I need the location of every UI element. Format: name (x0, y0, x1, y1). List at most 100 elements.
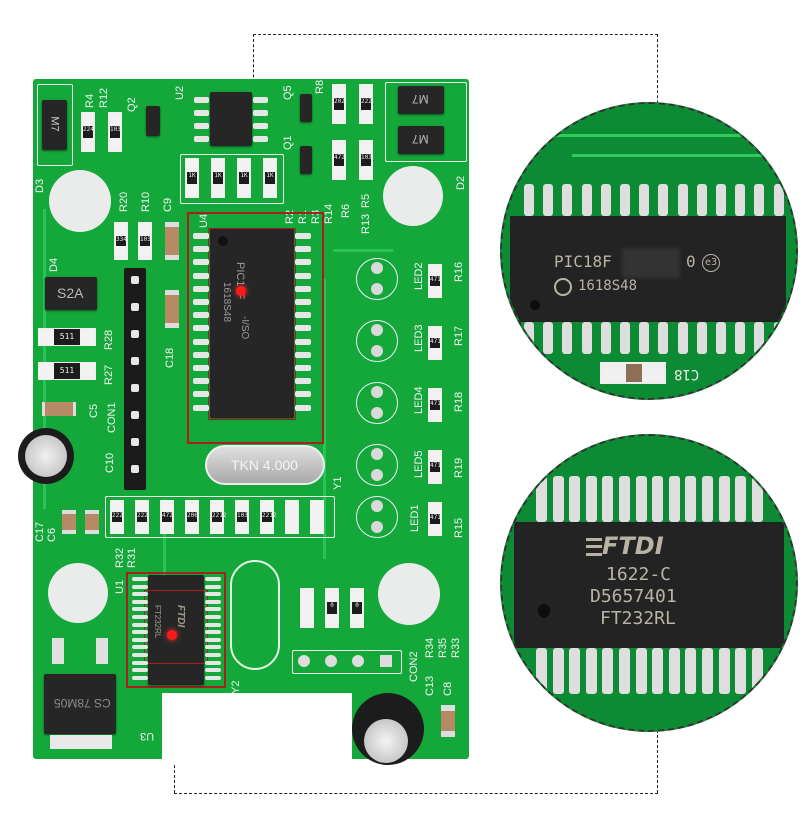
led-footprint (356, 258, 398, 300)
bottom-resistor: 472 (160, 500, 174, 534)
chip-pin (751, 648, 763, 694)
chip-pin (569, 476, 581, 522)
header-pin (131, 330, 139, 338)
label-c18: C18 (164, 347, 176, 368)
label-r10: R10 (140, 191, 152, 212)
chip-pin (205, 637, 221, 642)
chip-pin (751, 476, 763, 522)
header-pin (131, 411, 139, 419)
chip-pin (295, 351, 311, 358)
connector-con1-header (124, 268, 146, 490)
label-d3: D3 (34, 178, 46, 193)
led-resistor: 471 (428, 450, 442, 484)
label-u3: U3 (140, 730, 155, 742)
resistor-r12: 103 (108, 112, 122, 152)
chip-pin (677, 184, 688, 216)
transistor-q5 (300, 94, 312, 122)
label-q5: Q5 (282, 85, 294, 100)
label-r15: R15 (453, 517, 465, 538)
d2-diode-top: M7 (398, 86, 444, 114)
zoom-pic-line2: 1618S48 (578, 278, 638, 294)
zoom-pic-line1-suffix: 0 (686, 252, 696, 271)
chip-pin (543, 184, 554, 216)
zoom-pic-rohs-mark: e3 (702, 254, 720, 272)
chip-pin (635, 476, 647, 522)
pic-marker-dot (236, 286, 246, 296)
chip-pin (132, 592, 148, 597)
chip-pin (620, 184, 630, 216)
chip-pin (552, 476, 564, 522)
chip-pin (735, 648, 747, 694)
callout-line-top-right-vertical (657, 34, 658, 124)
header-pin (131, 384, 139, 392)
d2-diode-bottom: M7 (398, 126, 444, 154)
mounting-hole-top-left (49, 170, 111, 232)
transistor-q2 (146, 106, 160, 136)
chip-pin (652, 648, 664, 694)
header-pin (131, 276, 139, 284)
chip-pin (205, 599, 221, 604)
chip-pin (132, 645, 148, 650)
regulator-u3: CS 78M05 (44, 674, 116, 734)
chip-pin (696, 322, 707, 354)
crystal-marking: TKN 4.000 (231, 457, 298, 473)
chip-pin (295, 285, 311, 292)
label-u1: U1 (114, 579, 126, 594)
label-r18: R18 (453, 391, 465, 412)
d3-diode: M7 (42, 100, 67, 150)
chip-pin (773, 322, 784, 354)
label-r16: R16 (453, 261, 465, 282)
chip-pin (193, 378, 209, 385)
chip-pin (524, 184, 534, 216)
resistor-r35: 0 (325, 588, 339, 628)
label-r8: R8 (314, 79, 326, 94)
label-r19: R19 (453, 457, 465, 478)
resistor-r28: 511 (38, 328, 96, 346)
bottom-resistor: 206 (185, 500, 199, 534)
chip-pin (205, 645, 221, 650)
chip-pin (735, 322, 746, 354)
chip-pin (702, 648, 713, 694)
chip-pin (295, 312, 311, 319)
chip-pin (658, 322, 669, 354)
label-u2: U2 (174, 85, 186, 100)
label-q2: Q2 (126, 97, 138, 112)
capacitor-c5 (42, 402, 76, 416)
callout-line-bottom-right-vertical (657, 700, 658, 793)
resistor-r8: 202 (332, 84, 346, 124)
d2-outline (385, 82, 467, 162)
label-d4: D4 (48, 257, 60, 272)
zoom-ftdi-line2: D5657401 (590, 586, 677, 607)
label-r13: R13 (360, 213, 372, 234)
chip-pin (600, 184, 611, 216)
resistor-r5: 103 (359, 140, 373, 180)
ftdi-highlight-outer (126, 572, 226, 688)
chip-pin (295, 299, 311, 305)
led-footprint (356, 496, 398, 538)
capacitor-c6 (85, 510, 99, 534)
bottom-resistor: 2212 (210, 500, 226, 534)
label-r27: R27 (103, 364, 115, 385)
ftdi-marker-dot (167, 630, 177, 640)
chip-pin (295, 365, 311, 371)
label-r20: R20 (118, 191, 130, 212)
label-c10: C10 (104, 452, 116, 473)
resistor-row-1: 1K (185, 158, 199, 198)
d3-marking: M7 (48, 116, 61, 132)
chip-pin (295, 233, 311, 239)
chip-pin (193, 391, 209, 398)
label-c8: C8 (442, 681, 454, 696)
chip-pin (754, 184, 765, 216)
callout-line-bottom-horizontal (174, 793, 658, 794)
resistor-row-3: 1K (237, 158, 251, 198)
chip-pin (205, 607, 221, 612)
capacitor-c8 (441, 705, 455, 737)
label-c5: C5 (88, 403, 100, 418)
chip-pin (205, 615, 221, 619)
chip-pin (193, 365, 209, 371)
chip-pin (193, 259, 209, 266)
header-pin (131, 357, 139, 365)
bottom-resistor: 222 (135, 500, 149, 534)
zoom-pic-line1: PIC18F (554, 252, 612, 271)
label-c17: C17 (34, 521, 46, 542)
